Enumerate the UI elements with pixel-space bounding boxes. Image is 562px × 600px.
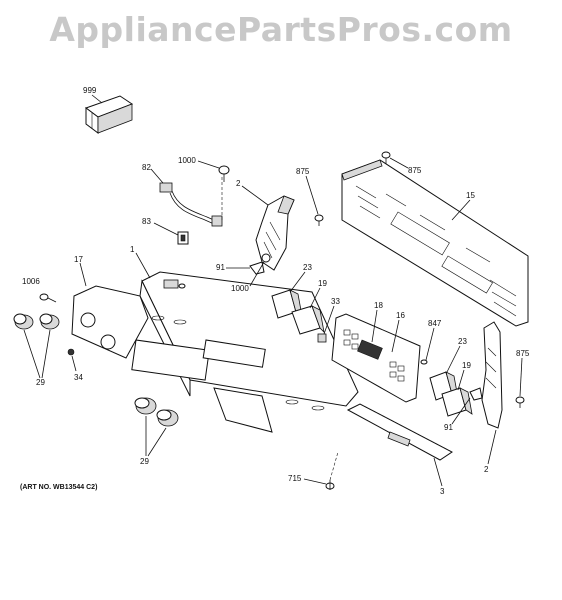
callout-875-c: 875 bbox=[516, 349, 530, 358]
callout-29-left: 29 bbox=[36, 378, 45, 387]
part-82-harness bbox=[159, 176, 223, 227]
callout-3: 3 bbox=[440, 487, 445, 496]
art-number: (ART NO. WB13544 C2) bbox=[20, 484, 98, 491]
callout-1000-top: 1000 bbox=[178, 156, 196, 165]
callout-875-b: 875 bbox=[408, 166, 422, 175]
callout-715: 715 bbox=[288, 474, 302, 483]
callout-17: 17 bbox=[74, 255, 83, 264]
callout-16: 16 bbox=[396, 311, 405, 320]
callout-2-right: 2 bbox=[484, 465, 489, 474]
part-19-switch-right bbox=[441, 387, 473, 417]
callout-999: 999 bbox=[83, 86, 97, 95]
callout-29-lower: 29 bbox=[140, 457, 149, 466]
part-847-screw bbox=[420, 359, 428, 365]
part-15-rear-panel bbox=[341, 159, 529, 327]
part-2-end-cap-right bbox=[481, 321, 503, 429]
part-999-box bbox=[84, 95, 134, 134]
callout-33: 33 bbox=[331, 297, 340, 306]
part-2-end-cap-left bbox=[255, 195, 295, 271]
callout-91-right: 91 bbox=[444, 423, 453, 432]
callout-1006: 1006 bbox=[22, 277, 40, 286]
part-1000-screw bbox=[218, 165, 230, 182]
part-875-screw-b bbox=[381, 151, 391, 164]
part-34-clip bbox=[67, 348, 75, 356]
callout-23-left: 23 bbox=[303, 263, 312, 272]
callout-83: 83 bbox=[142, 217, 151, 226]
part-875-screw-c bbox=[515, 396, 525, 408]
callout-847: 847 bbox=[428, 319, 442, 328]
callout-19-right: 19 bbox=[462, 361, 471, 370]
callout-34: 34 bbox=[74, 373, 83, 382]
callout-15: 15 bbox=[466, 191, 475, 200]
callout-82: 82 bbox=[142, 163, 151, 172]
part-91-bracket-right bbox=[469, 387, 483, 401]
part-1-console-panel bbox=[131, 271, 359, 411]
part-29-knobs-lower bbox=[134, 397, 179, 427]
callout-1000-mid: 1000 bbox=[231, 284, 249, 293]
part-875-screw-a bbox=[314, 214, 324, 226]
part-1006-screw bbox=[39, 293, 57, 303]
callout-1: 1 bbox=[130, 245, 135, 254]
part-17-overlay bbox=[71, 285, 273, 433]
callout-875-a: 875 bbox=[296, 167, 310, 176]
watermark-text: AppliancePartsPros.com bbox=[49, 10, 513, 49]
part-3-trim bbox=[346, 403, 453, 461]
part-19-switch-left bbox=[291, 305, 325, 335]
part-83-clip bbox=[177, 231, 189, 245]
callout-19-left: 19 bbox=[318, 279, 327, 288]
callout-23-right: 23 bbox=[458, 337, 467, 346]
part-91-bracket-left bbox=[249, 253, 271, 275]
callout-91-left: 91 bbox=[216, 263, 225, 272]
part-715-screw bbox=[325, 451, 339, 490]
part-29-knobs-left bbox=[13, 313, 60, 330]
callout-18: 18 bbox=[374, 301, 383, 310]
callout-2-left: 2 bbox=[236, 179, 241, 188]
part-33-light bbox=[317, 333, 327, 343]
part-16-control-board bbox=[331, 313, 421, 403]
